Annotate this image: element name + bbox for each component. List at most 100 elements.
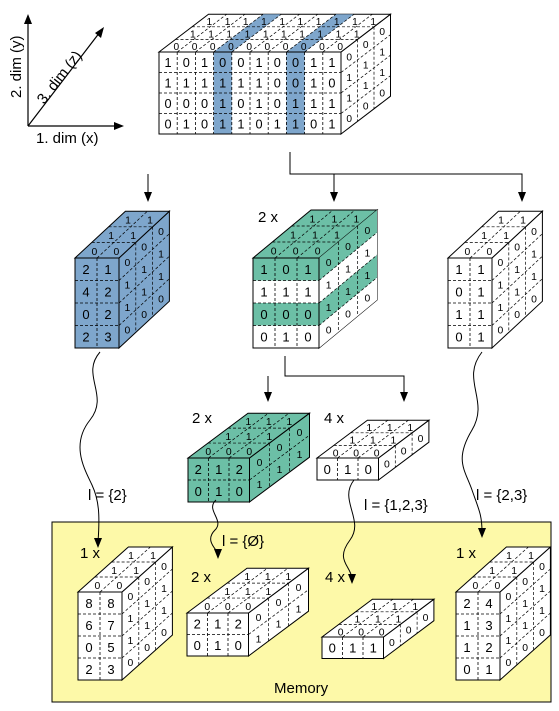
front-face-digit: 1 [455, 262, 462, 277]
top-face-digit: 1 [375, 615, 381, 626]
top-face-digit: 1 [245, 417, 251, 428]
top-face-digit: 1 [299, 30, 305, 41]
front-face-digit: 6 [85, 618, 92, 633]
top-face-digit: 0 [225, 602, 231, 613]
front-face-digit: 1 [256, 55, 263, 70]
arrowhead-right-icon [518, 192, 526, 202]
grid-line [340, 54, 391, 94]
top-face-digit: 1 [265, 572, 271, 583]
grid-line [337, 419, 389, 459]
front-face-digit: 1 [219, 96, 226, 111]
front-face-digit: 1 [260, 285, 267, 300]
top-face-digit: 0 [92, 247, 98, 258]
top-face-digit: 1 [207, 17, 213, 28]
grid-line [340, 34, 391, 73]
side-face-digit: 1 [128, 614, 134, 625]
front-face-digit: 2 [235, 617, 242, 632]
side-face-digit: 0 [141, 310, 147, 321]
side-face-digit: 1 [141, 265, 147, 276]
side-face-digit: 1 [514, 265, 520, 276]
side-face-digit: 1 [346, 73, 352, 84]
mem-green-count-label: 2 x [191, 569, 212, 586]
front-face-digit: 3 [485, 618, 492, 633]
top-face-digit: 1 [391, 436, 397, 447]
side-face-digit: 0 [522, 643, 528, 654]
top-face-digit: 1 [279, 17, 285, 28]
top-face-digit: 1 [224, 587, 230, 598]
arrowhead-green-small-icon [264, 392, 272, 402]
side-face-digit: 1 [364, 271, 370, 282]
front-face-digit: 1 [328, 117, 335, 132]
mem-blue-count-label: 1 x [80, 545, 101, 562]
front-face-digit: 2 [485, 640, 492, 655]
row-side [319, 277, 377, 348]
side-face-digit: 0 [363, 40, 369, 51]
side-face-digit: 0 [498, 258, 504, 269]
front-face-digit: 2 [104, 307, 111, 322]
z-axis-arrow-icon [95, 27, 104, 38]
side-face-digit: 1 [158, 272, 164, 283]
front-face-digit: 0 [195, 484, 202, 499]
side-face-digit: 0 [539, 562, 545, 573]
top-face-digit: 1 [298, 17, 304, 28]
top-face-digit: 0 [487, 247, 493, 258]
top-face-digit: 1 [370, 17, 376, 28]
grid-line [249, 13, 300, 53]
side-face-digit: 1 [128, 636, 134, 647]
side-face-digit: 0 [506, 658, 512, 669]
front-face-digit: 8 [107, 596, 114, 611]
top-face-digit: 1 [354, 30, 360, 41]
top-face-digit: 1 [265, 587, 271, 598]
grid-line [477, 546, 529, 593]
top-face-digit: 1 [266, 432, 272, 443]
front-face-digit: 0 [256, 117, 263, 132]
top-face-digit: 1 [392, 602, 398, 613]
front-face-digit: 0 [292, 55, 299, 70]
grid-line [195, 13, 246, 53]
front-face-digit: 0 [463, 662, 470, 677]
grid-line [227, 567, 289, 614]
side-face-digit: 1 [161, 606, 167, 617]
top-face-digit: 0 [333, 448, 339, 459]
front-face-digit: 0 [274, 76, 281, 91]
grid-line [176, 13, 227, 53]
front-face-digit: 1 [328, 55, 335, 70]
grid-line [228, 412, 290, 459]
green-small-count-label: 2 x [192, 410, 213, 427]
grid-line [499, 568, 551, 615]
front-face-digit: 1 [183, 117, 190, 132]
top-face-digit: 1 [370, 436, 376, 447]
top-face-digit: 1 [528, 551, 534, 562]
front-face-digit: 0 [310, 117, 317, 132]
side-face-digit: 0 [346, 52, 352, 63]
top-face-digit: 1 [226, 30, 232, 41]
front-face-digit: 1 [256, 76, 263, 91]
grid-line [322, 13, 373, 53]
side-face-digit: 0 [522, 577, 528, 588]
grid-line [267, 13, 318, 53]
x-axis-label: 1. dim (x) [36, 130, 99, 147]
top-face-digit: 1 [336, 30, 342, 41]
side-face-digit: 1 [363, 60, 369, 71]
front-face-digit: 2 [195, 462, 202, 477]
front-face-digit: 1 [237, 76, 244, 91]
arrowhead-mem-white-icon [348, 574, 356, 584]
grid-line [318, 277, 378, 326]
top-face-digit: 1 [225, 17, 231, 28]
top-face-digit: 0 [265, 42, 271, 53]
front-face-digit: 0 [455, 330, 462, 345]
top-face-digit: 0 [473, 581, 479, 592]
top-face-digit: 1 [147, 216, 153, 227]
front-face-digit: 0 [274, 55, 281, 70]
grid-line [248, 589, 309, 635]
top-face-digit: 1 [520, 216, 526, 227]
top-face-digit: 1 [316, 17, 322, 28]
side-face-digit: 1 [522, 621, 528, 632]
top-face-digit: 0 [228, 42, 234, 53]
grid-line [121, 590, 173, 637]
